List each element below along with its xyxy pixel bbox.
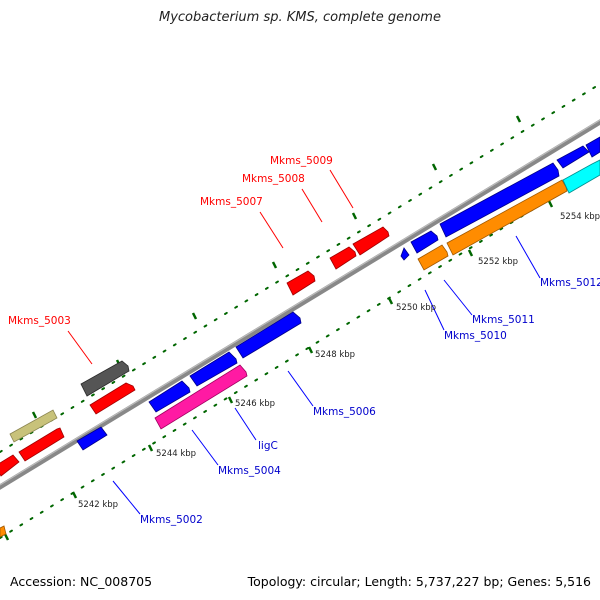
gene-arrow-blue[interactable] (148, 380, 191, 413)
gene-label-mkms-5006[interactable]: Mkms_5006 (313, 406, 376, 418)
gene-arrow-blue[interactable] (556, 145, 590, 169)
tick-label: 5246 kbp (235, 399, 275, 409)
label-leaders (67, 169, 541, 515)
gene-arrow-mkms-5003[interactable] (80, 360, 130, 397)
gene-arrow-red[interactable] (89, 382, 136, 415)
gene-arrow-mkms-5010[interactable] (400, 247, 410, 261)
gene-label-mkms-5002[interactable]: Mkms_5002 (140, 514, 203, 526)
tick-label: 5254 kbp (560, 212, 600, 222)
gene-arrow-red[interactable] (0, 454, 20, 477)
gene-arrow-mkms-5007[interactable] (286, 270, 316, 296)
gene-arrow-blue[interactable] (439, 162, 560, 238)
gene-label-mkms-5012[interactable]: Mkms_5012 (540, 277, 600, 289)
gene-arrow-orange[interactable] (0, 525, 7, 538)
tick-labels: 5242 kbp 5244 kbp 5246 kbp 5248 kbp 5250… (78, 212, 600, 510)
gene-label-mkms-5011[interactable]: Mkms_5011 (472, 314, 535, 326)
gene-label-mkms-5008[interactable]: Mkms_5008 (242, 173, 305, 185)
tick-label: 5248 kbp (315, 350, 355, 360)
gene-arrow-mkms-5002[interactable] (76, 426, 108, 451)
genome-backbone-highlight (0, 119, 600, 486)
genome-summary: Topology: circular; Length: 5,737,227 bp… (247, 574, 591, 589)
gene-arrow-mkms-5004[interactable] (189, 351, 238, 387)
gene-arrow-mkms-5011[interactable] (410, 230, 439, 254)
gene-label-mkms-5007[interactable]: Mkms_5007 (200, 196, 263, 208)
map-title: Mycobacterium sp. KMS, complete genome (159, 10, 441, 25)
gene-arrow-red[interactable] (18, 427, 65, 462)
gene-arrow-mkms-5006[interactable] (235, 311, 302, 359)
tick-label: 5252 kbp (478, 257, 518, 267)
reverse-features (0, 136, 600, 538)
gene-label-mkms-5004[interactable]: Mkms_5004 (218, 465, 281, 477)
gene-arrow-blue[interactable] (585, 136, 600, 158)
gene-arrow-cyan[interactable] (562, 159, 600, 194)
gene-arrow-mkms-5008[interactable] (329, 246, 357, 270)
gene-label-ligc[interactable]: ligC (258, 440, 278, 452)
gene-labels: Mkms_5003 Mkms_5007 Mkms_5008 Mkms_5009 … (8, 155, 600, 526)
gene-arrow-mkms-5012[interactable] (446, 179, 568, 256)
tick-label: 5250 kbp (396, 303, 436, 313)
gene-label-mkms-5010[interactable]: Mkms_5010 (444, 330, 507, 342)
gene-arrow-olive[interactable] (9, 409, 58, 443)
forward-features (0, 226, 390, 477)
gene-arrow-ligc[interactable] (154, 364, 248, 430)
gene-label-mkms-5009[interactable]: Mkms_5009 (270, 155, 333, 167)
tick-label: 5244 kbp (156, 449, 196, 459)
outer-guide-line (0, 83, 600, 453)
gene-arrow-orange[interactable] (417, 244, 449, 271)
accession-text: Accession: NC_008705 (10, 574, 153, 589)
gene-arrow-mkms-5009[interactable] (352, 226, 390, 256)
tick-label: 5242 kbp (78, 500, 118, 510)
inner-major-ticks (3, 200, 554, 541)
inner-guide-line (0, 167, 600, 539)
gene-label-mkms-5003[interactable]: Mkms_5003 (8, 315, 71, 327)
genome-backbone (0, 119, 600, 490)
